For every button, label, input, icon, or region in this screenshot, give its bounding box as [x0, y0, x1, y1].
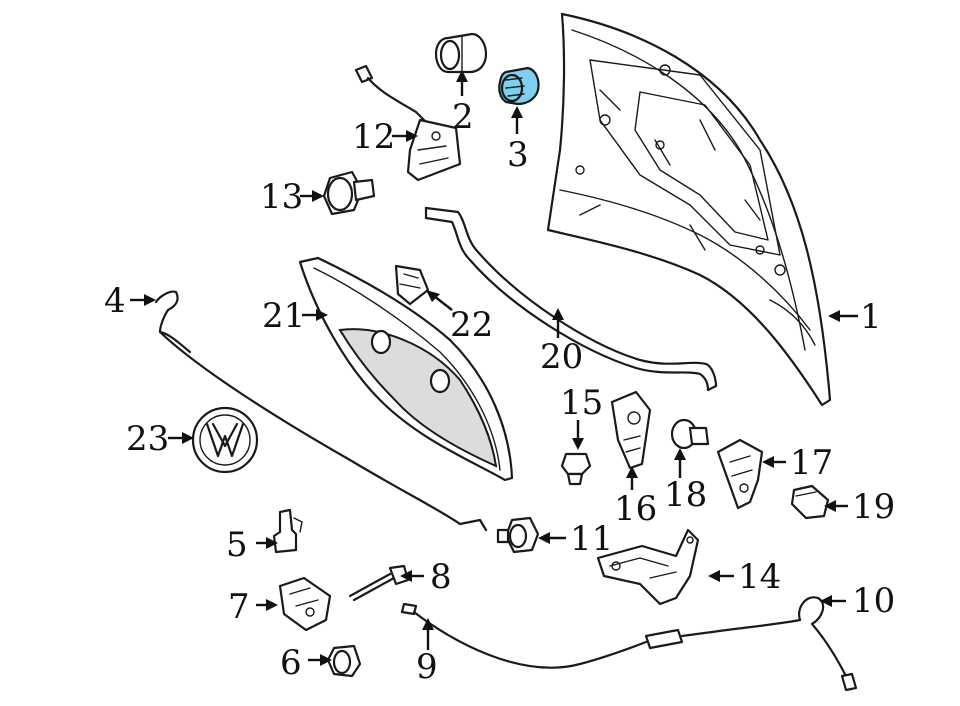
part-6-grommet[interactable] — [326, 644, 362, 678]
label-4[interactable]: 4 — [104, 281, 126, 321]
part-10-release-cable[interactable] — [710, 596, 858, 692]
label-2[interactable]: 2 — [452, 97, 474, 137]
label-19[interactable]: 19 — [852, 487, 895, 527]
label-23[interactable]: 23 — [126, 419, 169, 459]
part-5-rod-clip[interactable] — [272, 508, 303, 554]
part-7-latch-body[interactable] — [278, 576, 332, 632]
part-13-bolt[interactable] — [322, 170, 376, 216]
part-22-clip[interactable] — [394, 264, 430, 306]
label-18[interactable]: 18 — [664, 475, 707, 515]
part-1-hood-panel[interactable] — [546, 12, 832, 407]
part-8-bolt[interactable] — [348, 564, 410, 602]
part-4-prop-rod[interactable] — [154, 290, 488, 532]
label-3[interactable]: 3 — [507, 135, 529, 175]
label-12[interactable]: 12 — [352, 117, 395, 157]
part-17-latch[interactable] — [716, 438, 764, 510]
part-11-bumper[interactable] — [496, 516, 540, 554]
part-18-screw[interactable] — [670, 418, 710, 450]
label-9[interactable]: 9 — [416, 647, 438, 687]
part-20-weatherstrip[interactable] — [424, 206, 718, 392]
label-1[interactable]: 1 — [860, 297, 882, 337]
label-8[interactable]: 8 — [430, 557, 452, 597]
label-6[interactable]: 6 — [280, 643, 302, 683]
label-7[interactable]: 7 — [228, 587, 250, 627]
label-5[interactable]: 5 — [226, 525, 248, 565]
label-11[interactable]: 11 — [570, 519, 613, 559]
part-23-emblem[interactable] — [191, 406, 259, 474]
part-12-hinge-bracket[interactable] — [354, 64, 462, 182]
label-14[interactable]: 14 — [738, 557, 781, 597]
part-14-hinge[interactable] — [596, 528, 700, 606]
label-15[interactable]: 15 — [560, 383, 603, 423]
label-10[interactable]: 10 — [852, 581, 895, 621]
label-17[interactable]: 17 — [790, 443, 833, 483]
part-2-bump-stop[interactable] — [434, 32, 488, 74]
label-21[interactable]: 21 — [262, 296, 305, 336]
label-13[interactable]: 13 — [260, 177, 303, 217]
label-16[interactable]: 16 — [614, 489, 657, 529]
part-21-insulation-pad[interactable] — [298, 256, 514, 482]
part-3-bump-stop-highlighted[interactable] — [498, 66, 540, 106]
callout-arrows — [130, 70, 858, 666]
callout-labels: 1 2 3 4 5 6 7 8 9 10 11 12 13 14 15 16 1… — [104, 97, 895, 687]
label-20[interactable]: 20 — [540, 337, 583, 377]
part-16-latch-bracket[interactable] — [610, 390, 652, 470]
part-9-release-cable[interactable] — [400, 602, 714, 669]
part-15-bolt[interactable] — [560, 452, 592, 486]
part-19-release-handle[interactable] — [790, 484, 830, 520]
label-22[interactable]: 22 — [450, 305, 493, 345]
